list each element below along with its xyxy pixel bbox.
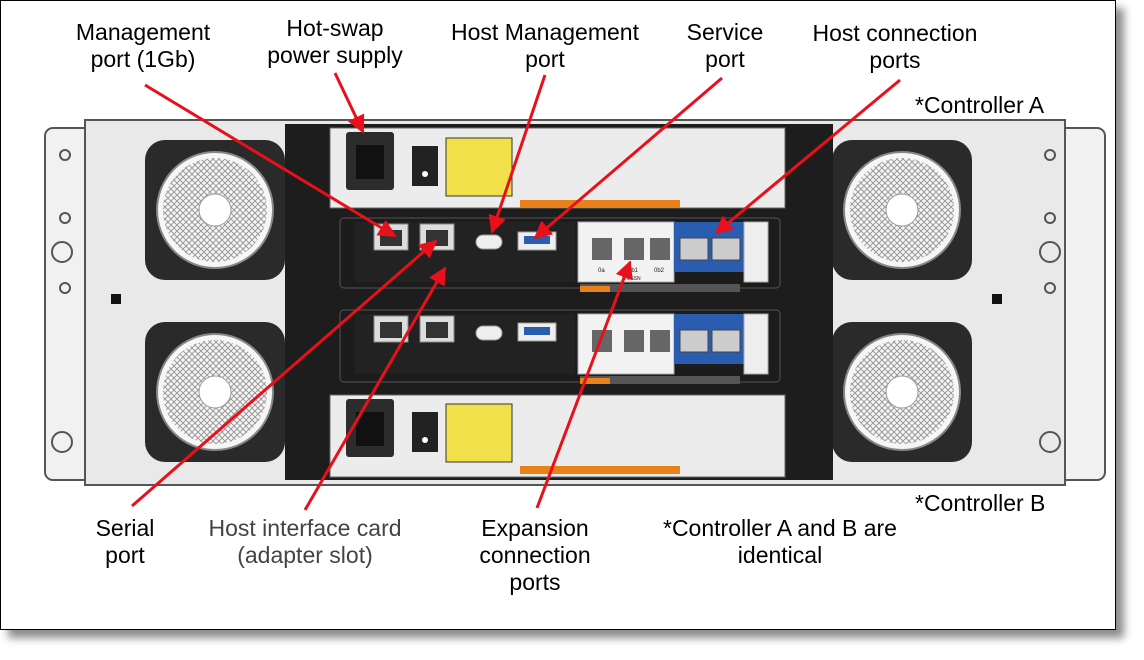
label-hot-swap-power-supply: Hot-swap power supply [267,15,403,68]
label-host-connection-ports: Host connection ports [812,20,978,73]
power-supply-bottom [329,394,786,478]
rack-ear-hole [59,282,71,294]
arrow-serial-port [131,239,438,508]
label-serial-port: Serial port [95,515,155,568]
status-indicator-right [992,294,1002,304]
host-mgmt-usbc-b [475,325,503,341]
rack-ear-hole [1039,241,1061,263]
label-management-port: Management port (1Gb) [75,19,211,72]
rack-ear-hole [59,212,71,224]
warning-label [445,137,513,197]
rack-ear-hole [1039,431,1061,453]
port-label-0a: 0a [598,268,605,274]
label-controller-b: *Controller B [915,490,1046,516]
callout-arrows [131,72,901,511]
expansion-port-0b2-a [650,238,670,260]
rack-ear-hole [1044,282,1056,294]
power-supply-top [329,127,786,209]
rack-ear-hole [1044,149,1056,161]
arrow-host-conn-ports [714,78,901,235]
label-host-interface-card: Host interface card (adapter slot) [208,515,402,568]
rack-ear-hole [51,241,73,263]
status-indicator-left [111,294,121,304]
power-switch [412,146,438,186]
label-controller-a: *Controller A [915,92,1045,118]
label-expansion-connection-ports: Expansion connection ports [479,515,591,595]
host-connection-port-0d-b [711,329,741,353]
arrow-host-interface-card [303,266,447,511]
fan-bottom-left [145,322,285,462]
label-controllers-identical: *Controller A and B are identical [663,515,897,568]
fan-top-left [145,140,285,280]
port-label-0b1: 0b1 [628,268,639,274]
host-connection-port-0d-a [711,237,741,261]
label-service-port: Service port [686,19,764,72]
arrow-expansion-ports [535,260,633,509]
host-connection-port-0c-b [679,329,709,353]
arrow-host-mgmt-port [488,74,547,234]
arrow-mgmt-port [144,83,397,238]
controller-a: 0a 0b1 0b2 SN/SSN [339,217,781,292]
label-host-management-port: Host Management port [451,19,639,72]
expansion-port-0b1-a [624,238,644,260]
rack-ear-hole [1044,212,1056,224]
rack-ear-hole [51,431,73,453]
host-mgmt-usbc-a [475,234,503,250]
host-connection-port-0c-a [679,237,709,261]
port-label-0b2: 0b2 [654,268,665,274]
expansion-port-0b2-b [650,330,670,352]
arrow-power-supply [333,72,365,134]
expansion-port-0a-a [592,238,612,260]
fan-bottom-right [832,322,972,462]
arrow-service-port [533,76,723,240]
expansion-port-0b1-b [624,330,644,352]
controller-b [339,309,781,384]
fan-top-right [832,140,972,280]
rack-ear-hole [59,149,71,161]
